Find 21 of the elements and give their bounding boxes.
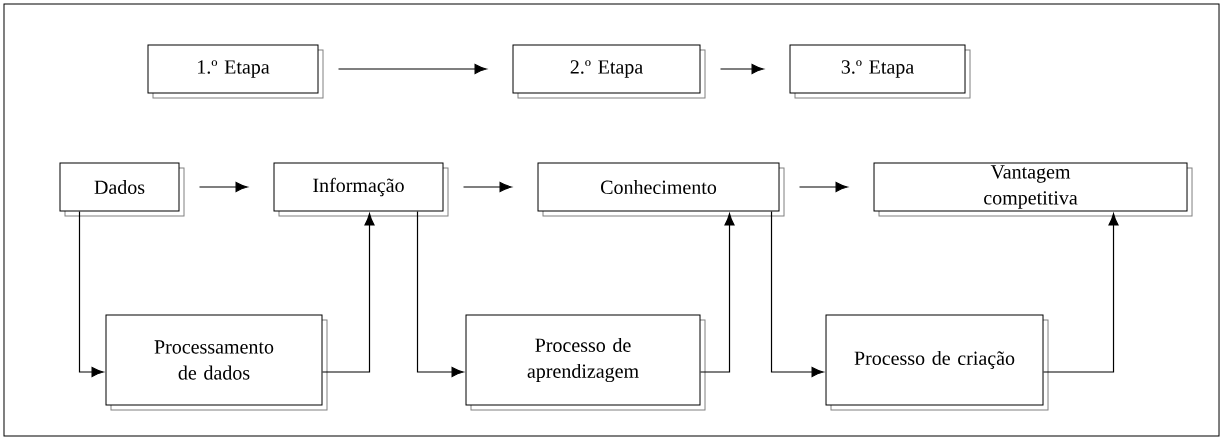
arrow [1042, 213, 1119, 373]
process-box: Conhecimento [537, 162, 785, 217]
arrow [699, 213, 735, 373]
process-box: Processo de aprendizagem [465, 314, 706, 411]
process-box: Vantagem competitiva [873, 162, 1193, 217]
process-box: Processo de criação [825, 314, 1049, 411]
process-box: 3.º Etapa [789, 44, 971, 99]
arrow [337, 63, 487, 75]
process-box: Informação [273, 162, 449, 217]
process-box: 1.º Etapa [147, 44, 324, 99]
arrow [198, 181, 248, 193]
arrow [798, 181, 848, 193]
arrow [321, 213, 375, 373]
arrow [78, 210, 104, 378]
arrow [462, 181, 512, 193]
arrow [719, 63, 764, 75]
process-box: Dados [59, 162, 185, 217]
arrow [416, 210, 464, 378]
process-box: 2.º Etapa [512, 44, 706, 99]
process-box: Processamento de dados [105, 314, 328, 411]
arrow [770, 210, 824, 378]
